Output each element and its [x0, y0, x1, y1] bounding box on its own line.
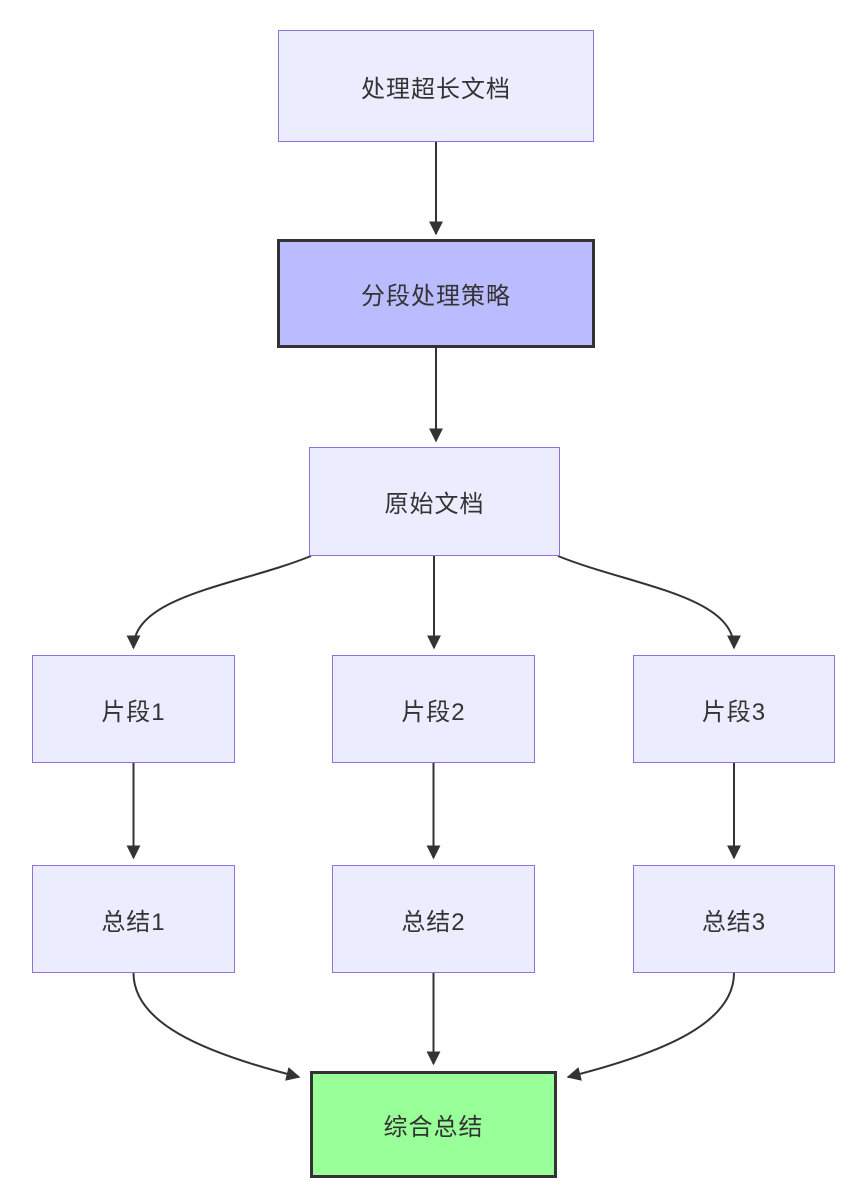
node-process-long-document: 处理超长文档 — [278, 30, 594, 142]
node-label: 综合总结 — [383, 1114, 484, 1141]
node-fragment-3: 片段3 — [633, 655, 835, 763]
node-fragment-1: 片段1 — [32, 655, 235, 763]
node-label: 原始文档 — [384, 491, 485, 518]
edge-original-frag3 — [557, 555, 741, 650]
node-label: 片段2 — [401, 698, 466, 726]
node-label: 总结3 — [701, 908, 767, 936]
node-label: 处理超长文档 — [361, 75, 511, 103]
node-summary-2: 总结2 — [332, 865, 535, 973]
node-summary-1: 总结1 — [32, 865, 235, 973]
edge-sum3-final — [566, 972, 735, 1081]
node-combined-summary: 综合总结 — [310, 1071, 557, 1178]
edge-original-frag1 — [126, 555, 312, 650]
edge-sum1-final — [132, 972, 301, 1081]
node-summary-3: 总结3 — [633, 865, 835, 973]
node-label: 分段处理策略 — [361, 283, 511, 310]
node-fragment-2: 片段2 — [332, 655, 535, 763]
node-label: 片段3 — [701, 698, 767, 726]
node-label: 片段1 — [101, 698, 166, 726]
node-original-document: 原始文档 — [309, 447, 560, 556]
node-label: 总结1 — [101, 908, 166, 936]
node-label: 总结2 — [401, 908, 466, 936]
node-segmentation-strategy: 分段处理策略 — [277, 239, 595, 348]
